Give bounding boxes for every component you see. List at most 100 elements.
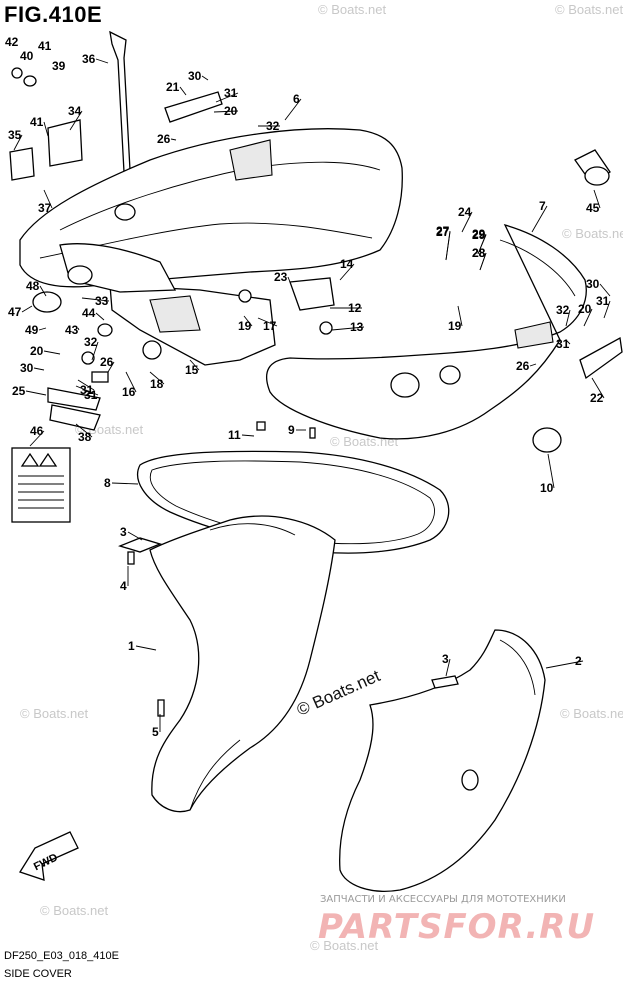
callout-number: 41: [38, 39, 52, 53]
callout-leader: [331, 326, 365, 331]
callout-leader: [170, 138, 177, 141]
watermark: © Boats.net: [560, 706, 623, 721]
callout-number: 11: [228, 428, 241, 442]
callout-number: 32: [556, 303, 570, 317]
callout-number: 29: [472, 228, 486, 242]
callout-number: 20: [30, 344, 44, 358]
callout-number: 48: [26, 279, 40, 293]
callout-number: 9: [288, 423, 295, 437]
callout-number: 4: [120, 579, 127, 593]
callout-number: 32: [84, 335, 98, 349]
callout-leader: [529, 363, 537, 367]
callout-number: 28: [472, 246, 486, 260]
callout-leader: [461, 211, 473, 233]
callout-number: 6: [293, 92, 300, 106]
callout-number: 26: [100, 355, 114, 369]
callout-number: 35: [8, 128, 22, 142]
callout-number: 45: [586, 201, 600, 215]
watermark: © Boats.net: [562, 226, 623, 241]
watermark: © Boats.net: [40, 903, 109, 918]
callout-leader: [75, 385, 99, 396]
callout-leader: [69, 110, 83, 131]
callout-number: 30: [586, 277, 600, 291]
callout-number: 39: [52, 59, 66, 73]
callout-number: 16: [122, 385, 136, 399]
callout-leader: [445, 658, 451, 677]
watermark: © Boats.net: [555, 2, 623, 17]
callout-leader: [603, 300, 611, 319]
part-38-grip: [49, 404, 101, 431]
callout-number: 3: [442, 652, 449, 666]
brand-tagline: ЗАПЧАСТИ И АКСЕССУАРЫ ДЛЯ МОТОТЕХНИКИ: [320, 894, 566, 905]
callout-number: 30: [188, 69, 202, 83]
callout-leader: [39, 285, 47, 297]
callout-leader: [547, 453, 555, 489]
callout-leader: [215, 92, 239, 103]
callout-leader: [599, 283, 611, 297]
part-7-upper-cover: [266, 223, 587, 440]
callout-number: 37: [38, 201, 52, 215]
callout-number: 32: [266, 119, 280, 133]
callout-leader: [77, 379, 95, 391]
callout-number: 12: [348, 301, 362, 315]
callout-number: 17: [263, 319, 277, 333]
brand-watermark: ЗАПЧАСТИ И АКСЕССУАРЫ ДЛЯ МОТОТЕХНИКИ PA…: [318, 894, 594, 947]
callout-leader: [479, 252, 487, 271]
part-25-handle: [47, 387, 101, 411]
callout-number: 25: [12, 384, 26, 398]
callout-number: 2: [575, 654, 582, 668]
callout-number: 1: [128, 639, 135, 653]
callout-leader: [149, 371, 165, 385]
callout-number: 26: [516, 359, 530, 373]
callout-leader: [127, 531, 143, 541]
callout-leader: [339, 263, 355, 281]
callout-number: 13: [350, 320, 364, 334]
callout-number: 3: [120, 525, 127, 539]
callout-leader: [21, 305, 33, 313]
callout-leader: [257, 317, 278, 327]
callout-leader: [125, 371, 137, 393]
callout-leader: [287, 276, 291, 283]
watermark-main: © Boats.net: [294, 666, 383, 720]
callout-number: 36: [82, 52, 96, 66]
part-1-lower-cover: [149, 515, 336, 813]
callout-number: 46: [30, 424, 44, 438]
callout-leader: [445, 230, 451, 261]
callout-number: 47: [8, 305, 22, 319]
callout-leader: [565, 339, 571, 345]
callout-leader: [29, 430, 45, 447]
callout-leader: [189, 359, 200, 371]
callout-leader: [95, 58, 109, 64]
part-21-handle: [164, 91, 223, 123]
callout-leader: [241, 434, 255, 437]
fwd-arrow: FWD: [19, 831, 79, 881]
figure-code: DF250_E03_018_410E: [4, 950, 119, 962]
callout-leader: [13, 134, 23, 151]
callout-number: 30: [20, 361, 34, 375]
small-hardware: [9, 67, 459, 717]
callout-leader: [43, 189, 53, 209]
callout-number: 31: [556, 337, 570, 351]
callout-number: 29: [472, 227, 486, 241]
callout-number: 8: [104, 476, 111, 490]
part-10-plug: [532, 427, 562, 453]
callout-number: 20: [578, 302, 592, 316]
callout-leader: [583, 308, 593, 327]
callout-number: 40: [20, 49, 34, 63]
callout-leader: [25, 390, 47, 396]
watermark: © Boats.net: [20, 706, 89, 721]
callout-number: 31: [84, 388, 98, 402]
callout-leader: [81, 297, 110, 302]
callout-leader: [477, 233, 487, 255]
callout-leader: [593, 189, 601, 209]
callout-leader: [213, 110, 239, 113]
callout-leader: [284, 98, 302, 121]
callout-leader: [201, 75, 209, 81]
callout-leader: [545, 660, 584, 669]
part-45-grommet: [574, 149, 611, 186]
callout-number: 38: [78, 430, 92, 444]
callout-number: 23: [274, 270, 288, 284]
watermark: © Boats.net: [310, 938, 379, 953]
